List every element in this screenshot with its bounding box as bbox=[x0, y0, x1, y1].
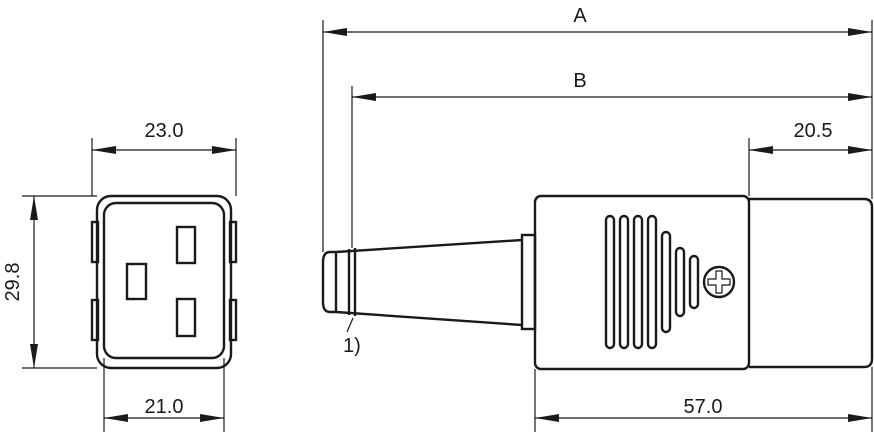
callout-strain-relief: 1) bbox=[343, 317, 361, 357]
front-tab-left-top bbox=[90, 220, 100, 264]
front-tab-right-top bbox=[228, 220, 238, 264]
dim-front-width-bottom: 21.0 bbox=[103, 358, 225, 432]
contact-line bbox=[175, 225, 197, 265]
dim-body-length: B bbox=[351, 70, 872, 248]
strain-relief-tip bbox=[321, 250, 336, 314]
dim-label-a: A bbox=[573, 5, 587, 27]
connector-body bbox=[533, 194, 751, 371]
arrowhead-left bbox=[92, 146, 116, 154]
contact-neutral bbox=[175, 297, 197, 338]
strain-relief-bottom-edge bbox=[335, 310, 523, 327]
dim-rear-length: 20.5 bbox=[748, 120, 872, 196]
grip-rib bbox=[660, 230, 672, 334]
dim-front-height: 29.8 bbox=[2, 195, 97, 369]
grip-rib bbox=[674, 246, 686, 318]
dim-label-rear-length: 20.5 bbox=[794, 120, 833, 142]
dim-label-front-height: 29.8 bbox=[2, 263, 24, 302]
front-view bbox=[90, 194, 238, 370]
arrowhead-right bbox=[848, 93, 872, 101]
grip-rib bbox=[604, 214, 616, 350]
arrowhead-right bbox=[212, 146, 236, 154]
arrowhead-left bbox=[323, 28, 347, 36]
arrowhead-left bbox=[535, 414, 559, 422]
dim-label-front-width-top: 23.0 bbox=[145, 120, 184, 142]
arrowhead-right bbox=[848, 414, 872, 422]
arrowhead-right bbox=[200, 414, 224, 422]
front-tab-left-bottom bbox=[90, 298, 100, 342]
dim-overall-length: A bbox=[322, 5, 873, 252]
arrowhead-up bbox=[30, 196, 38, 220]
grip-rib bbox=[688, 254, 700, 310]
grip-rib bbox=[618, 214, 630, 350]
strain-relief-top-edge bbox=[335, 238, 523, 254]
callout-label: 1) bbox=[343, 335, 361, 357]
dim-housing-length: 57.0 bbox=[534, 367, 873, 432]
arrowhead-down bbox=[30, 344, 38, 368]
connector-rear bbox=[749, 197, 874, 369]
dim-label-b: B bbox=[573, 70, 586, 92]
dim-label-front-width-bottom: 21.0 bbox=[145, 396, 184, 418]
grip-rib bbox=[646, 214, 658, 350]
arrowhead-left bbox=[749, 146, 773, 154]
front-face-inner bbox=[102, 201, 226, 360]
dim-label-housing-length: 57.0 bbox=[684, 396, 723, 418]
screw-icon bbox=[702, 265, 736, 299]
leader-line bbox=[346, 317, 354, 333]
strain-relief-collar bbox=[520, 233, 537, 331]
side-view bbox=[321, 194, 874, 371]
front-tab-right-bottom bbox=[228, 298, 238, 342]
contact-earth bbox=[125, 262, 148, 301]
dim-front-width-top: 23.0 bbox=[91, 120, 237, 196]
arrowhead-right bbox=[848, 146, 872, 154]
arrowhead-left bbox=[352, 93, 376, 101]
front-housing-outline bbox=[95, 194, 233, 370]
arrowhead-right bbox=[848, 28, 872, 36]
grip-rib bbox=[632, 214, 644, 350]
arrowhead-left bbox=[104, 414, 128, 422]
